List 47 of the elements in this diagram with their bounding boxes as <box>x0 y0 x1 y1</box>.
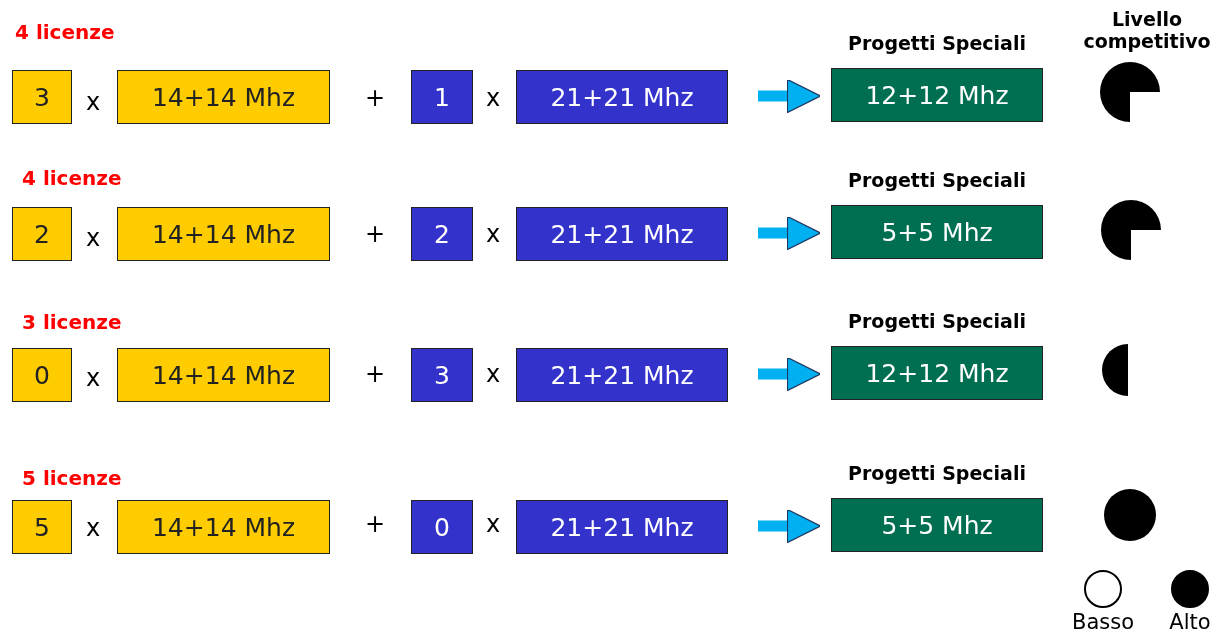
bandwidth-box: 21+21 Mhz <box>516 70 728 124</box>
license-count-label: 3 licenze <box>22 310 122 334</box>
multiply-sign: x <box>486 510 501 538</box>
bandwidth-box: 14+14 Mhz <box>117 70 330 124</box>
bandwidth-box: 21+21 Mhz <box>516 348 728 402</box>
license-count-label: 4 licenze <box>15 20 115 44</box>
heading: Progetti Speciali <box>847 310 1027 332</box>
multiply-sign: x <box>486 360 501 388</box>
bandwidth-box: 14+14 Mhz <box>117 500 330 554</box>
count-box: 5 <box>12 500 72 554</box>
count-box: 1 <box>411 70 473 124</box>
bandwidth-box: 14+14 Mhz <box>117 348 330 402</box>
count-box: 0 <box>411 500 473 554</box>
plus-sign: + <box>365 84 386 112</box>
arrow <box>758 508 822 544</box>
legend-label: Alto <box>1168 610 1212 634</box>
plus-sign: + <box>365 360 386 388</box>
arrow <box>758 215 822 251</box>
multiply-sign: x <box>86 224 101 252</box>
result-box: 5+5 Mhz <box>831 205 1043 259</box>
multiply-sign: x <box>86 88 101 116</box>
heading: Progetti Speciali <box>847 32 1027 54</box>
count-box: 2 <box>411 207 473 261</box>
count-box: 3 <box>12 70 72 124</box>
bandwidth-box: 21+21 Mhz <box>516 207 728 261</box>
count-box: 2 <box>12 207 72 261</box>
column-heading: Livello competitivo <box>1082 8 1212 52</box>
count-box: 3 <box>411 348 473 402</box>
multiply-sign: x <box>486 84 501 112</box>
multiply-sign: x <box>486 220 501 248</box>
arrow <box>758 78 822 114</box>
result-box: 5+5 Mhz <box>831 498 1043 552</box>
heading: Progetti Speciali <box>847 169 1027 191</box>
legend-label: Basso <box>1071 610 1135 634</box>
multiply-sign: x <box>86 364 101 392</box>
result-box: 12+12 Mhz <box>831 346 1043 400</box>
plus-sign: + <box>365 510 386 538</box>
count-box: 0 <box>12 348 72 402</box>
license-count-label: 5 licenze <box>22 466 122 490</box>
heading: Progetti Speciali <box>847 462 1027 484</box>
plus-sign: + <box>365 220 386 248</box>
bandwidth-box: 14+14 Mhz <box>117 207 330 261</box>
arrow <box>758 356 822 392</box>
result-box: 12+12 Mhz <box>831 68 1043 122</box>
license-count-label: 4 licenze <box>22 166 122 190</box>
multiply-sign: x <box>86 514 101 542</box>
bandwidth-box: 21+21 Mhz <box>516 500 728 554</box>
